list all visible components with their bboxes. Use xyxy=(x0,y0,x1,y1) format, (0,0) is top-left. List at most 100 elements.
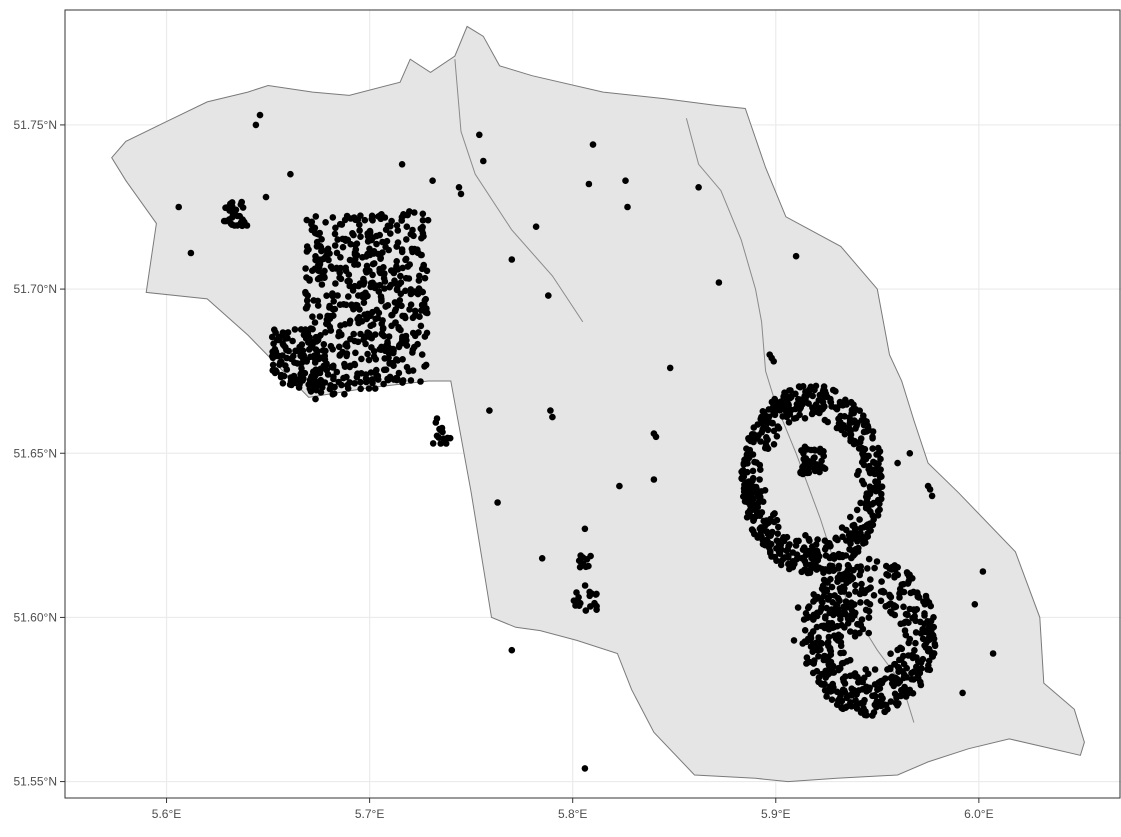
data-point xyxy=(307,387,315,395)
data-point xyxy=(817,446,824,454)
data-point xyxy=(366,247,374,255)
data-point xyxy=(399,379,406,386)
data-point xyxy=(398,339,405,347)
data-point xyxy=(796,401,803,408)
data-point xyxy=(342,235,349,243)
data-point xyxy=(796,405,803,413)
data-point xyxy=(783,413,791,421)
data-point xyxy=(372,315,379,323)
data-point xyxy=(925,662,932,669)
data-point xyxy=(847,612,855,619)
data-point xyxy=(305,246,312,253)
data-point xyxy=(857,621,864,629)
x-tick-label: 5.8°E xyxy=(558,807,587,821)
data-point xyxy=(869,445,876,452)
data-point xyxy=(763,434,770,441)
data-point xyxy=(324,245,332,253)
data-point xyxy=(278,371,285,379)
y-tick-label: 51.55°N xyxy=(14,775,58,789)
data-point xyxy=(853,506,861,514)
data-point xyxy=(839,675,847,682)
data-point xyxy=(832,388,839,395)
data-point xyxy=(858,616,866,623)
data-point xyxy=(320,341,328,348)
data-point xyxy=(914,589,921,596)
data-point xyxy=(423,329,431,337)
data-point xyxy=(316,313,324,320)
data-point xyxy=(299,347,307,354)
data-point xyxy=(455,184,463,191)
data-point xyxy=(387,349,395,356)
data-point xyxy=(921,612,928,619)
data-point xyxy=(878,495,885,503)
data-point xyxy=(262,193,270,201)
data-point xyxy=(745,454,753,461)
data-point xyxy=(340,301,348,308)
data-point xyxy=(805,613,812,621)
data-point xyxy=(398,248,406,256)
data-point xyxy=(379,249,386,256)
data-point xyxy=(904,689,911,697)
data-point xyxy=(780,534,787,541)
data-point xyxy=(820,386,827,393)
data-point xyxy=(914,672,922,680)
data-point xyxy=(393,258,401,265)
data-point xyxy=(878,473,885,480)
data-point xyxy=(858,444,866,452)
data-point xyxy=(746,499,753,507)
data-point xyxy=(404,263,412,270)
data-point xyxy=(824,393,831,401)
data-point xyxy=(572,602,579,609)
data-point xyxy=(861,674,868,682)
data-point xyxy=(911,647,918,654)
data-point xyxy=(338,221,346,228)
data-point xyxy=(891,611,899,619)
data-point xyxy=(309,267,316,275)
data-point xyxy=(864,521,872,528)
data-point xyxy=(581,582,589,589)
y-tick-label: 51.65°N xyxy=(14,446,58,460)
data-point xyxy=(747,492,755,500)
data-point xyxy=(873,558,881,565)
data-point xyxy=(547,407,554,414)
data-point xyxy=(846,546,853,553)
data-point xyxy=(336,274,343,282)
data-point xyxy=(805,400,812,407)
data-point xyxy=(875,679,882,686)
data-point xyxy=(532,223,540,230)
data-point xyxy=(873,451,880,458)
data-point xyxy=(382,366,390,374)
data-point xyxy=(858,586,866,593)
data-point xyxy=(351,241,359,249)
data-point xyxy=(480,157,487,165)
data-point xyxy=(238,219,246,227)
data-point xyxy=(810,598,817,605)
data-point xyxy=(746,507,754,514)
data-point xyxy=(801,558,809,565)
data-point xyxy=(896,590,903,597)
data-point xyxy=(802,388,809,396)
data-point xyxy=(890,602,898,609)
data-point xyxy=(357,378,364,386)
data-point xyxy=(842,598,850,605)
data-point xyxy=(917,678,924,686)
data-point xyxy=(369,321,377,328)
data-point xyxy=(650,476,658,483)
data-point xyxy=(757,415,764,423)
data-point xyxy=(582,607,590,614)
data-point xyxy=(845,591,853,598)
data-point xyxy=(808,554,815,562)
data-point xyxy=(508,256,516,263)
data-point xyxy=(878,578,885,585)
data-point xyxy=(308,220,315,228)
data-point xyxy=(343,340,350,348)
data-point xyxy=(297,370,304,378)
data-point xyxy=(318,256,326,263)
data-point xyxy=(369,379,376,387)
data-point xyxy=(822,614,829,622)
data-point xyxy=(271,326,278,334)
data-point xyxy=(432,419,440,426)
data-point xyxy=(892,674,900,682)
data-point xyxy=(835,420,843,427)
data-point xyxy=(971,601,979,608)
